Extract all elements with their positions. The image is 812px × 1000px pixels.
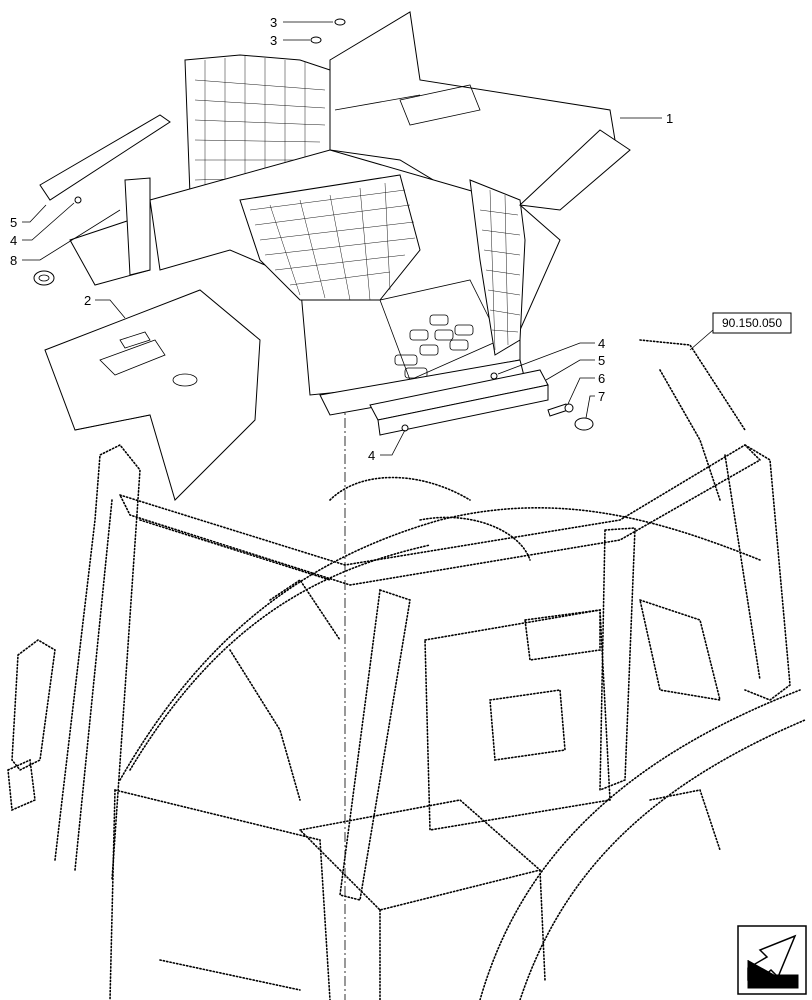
callout-1: 1 <box>666 111 673 126</box>
nut-icon <box>490 372 498 380</box>
callout-labels: 3 3 1 5 4 8 2 4 5 6 7 4 <box>10 15 673 463</box>
reference-box[interactable]: 90.150.050 <box>689 312 792 351</box>
callout-6: 6 <box>598 371 605 386</box>
floor-mat <box>69 11 631 416</box>
grommet-icon <box>33 270 55 286</box>
callout-2: 2 <box>84 293 91 308</box>
hardware <box>33 18 594 432</box>
arrow-nav-icon[interactable] <box>737 925 807 995</box>
callout-leaders <box>22 21 662 456</box>
callout-4c: 4 <box>368 448 375 463</box>
callout-8: 8 <box>10 253 17 268</box>
plug-icon <box>574 417 594 431</box>
right-trim-strip <box>369 369 549 436</box>
cab-frame <box>7 339 806 1000</box>
washer-icon <box>334 18 346 26</box>
callout-7: 7 <box>598 389 605 404</box>
callout-5a: 5 <box>10 215 17 230</box>
washer-icon <box>310 36 322 44</box>
cover-panel <box>44 289 261 501</box>
callout-4a: 4 <box>10 233 17 248</box>
callout-4b: 4 <box>598 336 605 351</box>
callout-5b: 5 <box>598 353 605 368</box>
callout-3a: 3 <box>270 15 277 30</box>
nut-icon <box>401 424 409 432</box>
callout-3b: 3 <box>270 33 277 48</box>
left-trim-strip <box>39 114 171 201</box>
nut-icon <box>74 196 82 204</box>
reference-code: 90.150.050 <box>722 316 782 330</box>
